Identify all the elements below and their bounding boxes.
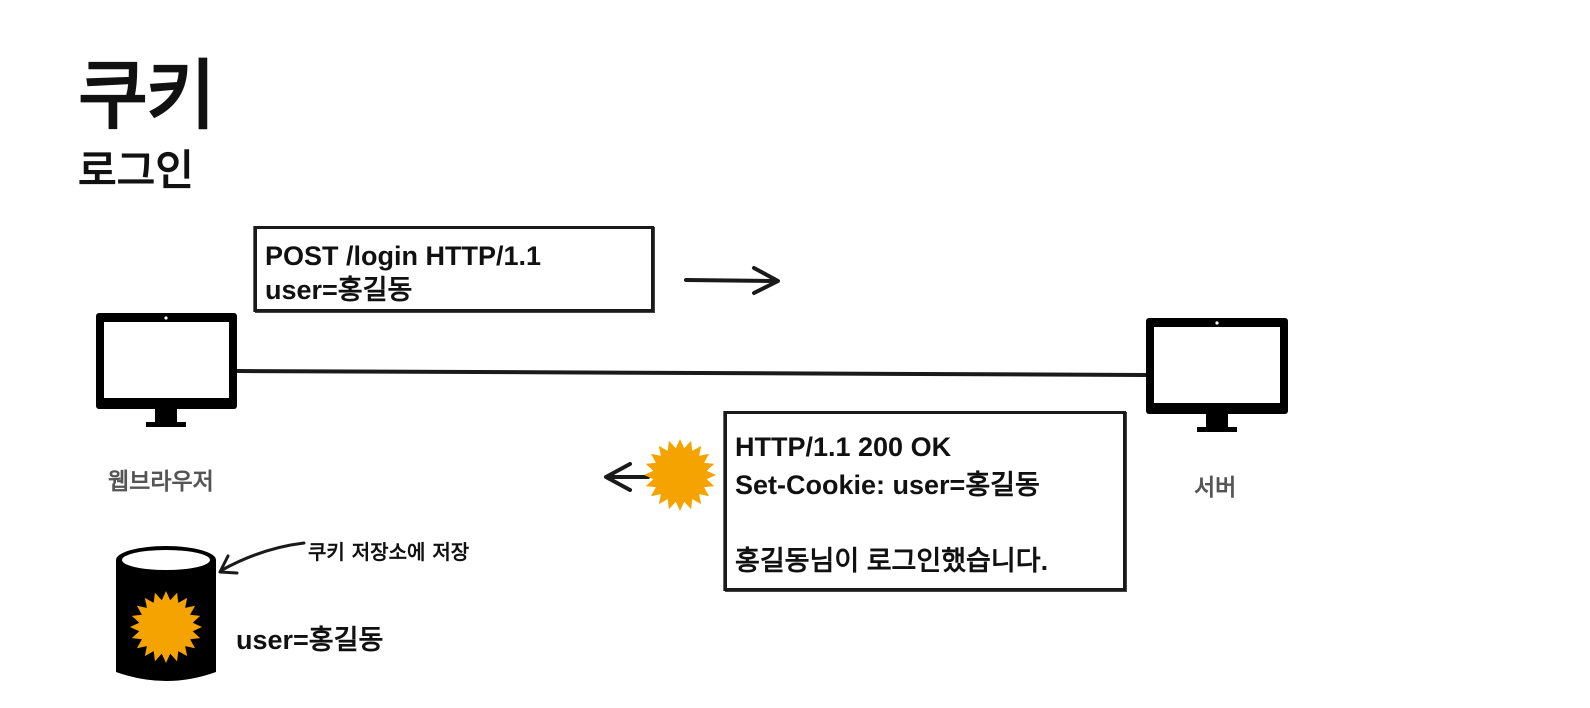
page-subtitle: 로그인 — [78, 146, 194, 195]
response-set-cookie-header: Set-Cookie: user=홍길동 — [735, 470, 1040, 500]
response-body: 홍길동님이 로그인했습니다. — [735, 546, 1049, 576]
stored-cookie-burst-icon — [130, 591, 202, 663]
cookie-burst-icon — [644, 439, 716, 511]
response-status-line: HTTP/1.1 200 OK — [735, 432, 952, 462]
server-label: 서버 — [1194, 475, 1237, 501]
request-message-box: POST /login HTTP/1.1 user=홍길동 — [254, 226, 654, 312]
stored-cookie-value: user=홍길동 — [236, 625, 384, 655]
response-arrow-icon — [604, 462, 650, 492]
page-title: 쿠키 — [78, 51, 216, 140]
server-monitor-icon — [1146, 318, 1288, 432]
storage-annotation: 쿠키 저장소에 저장 — [308, 540, 470, 564]
request-arrow-icon — [684, 266, 780, 295]
request-body: user=홍길동 — [265, 275, 413, 305]
response-blank-line — [735, 504, 1123, 542]
client-label: 웹브라우저 — [108, 469, 214, 495]
client-monitor-icon — [96, 313, 237, 427]
storage-annotation-arrow-icon — [218, 541, 306, 575]
request-line: POST /login HTTP/1.1 — [265, 241, 542, 271]
connection-line — [236, 369, 1148, 377]
response-message-box: HTTP/1.1 200 OK Set-Cookie: user=홍길동 홍길동… — [724, 411, 1126, 591]
